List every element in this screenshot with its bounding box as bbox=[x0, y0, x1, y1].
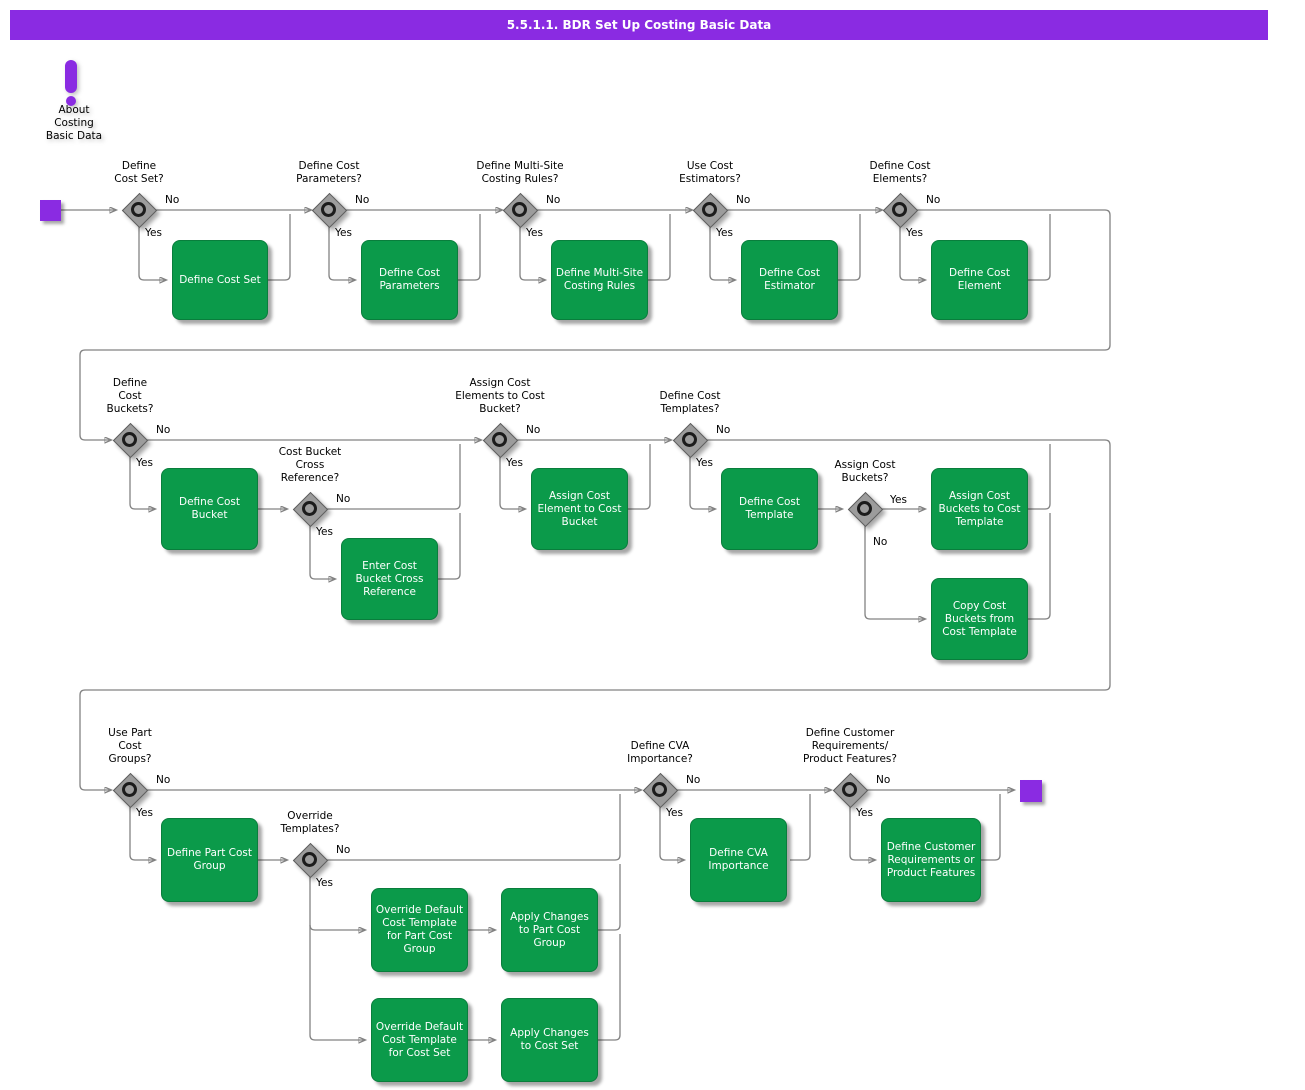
decision-circle-icon bbox=[302, 852, 317, 867]
task-define-multi-site-costing-rules[interactable]: Define Multi-Site Costing Rules bbox=[551, 240, 648, 320]
decision-circle-icon bbox=[702, 202, 717, 217]
edge-label-no: No bbox=[736, 194, 751, 206]
end-node bbox=[1020, 780, 1042, 802]
decision-define-cost-templates bbox=[672, 422, 709, 459]
edge-label-yes: Yes bbox=[666, 807, 683, 819]
task-define-cva-importance[interactable]: Define CVA Importance bbox=[690, 818, 787, 902]
edge-label-yes: Yes bbox=[856, 807, 873, 819]
exclamation-icon bbox=[65, 60, 77, 93]
decision-circle-icon bbox=[857, 501, 872, 516]
task-define-part-cost-group[interactable]: Define Part Cost Group bbox=[161, 818, 258, 902]
edge-label-no: No bbox=[355, 194, 370, 206]
decision-assign-cost-buckets bbox=[847, 491, 884, 528]
task-copy-cost-buckets-from-cost-template[interactable]: Copy Cost Buckets from Cost Template bbox=[931, 578, 1028, 660]
edge-label-no: No bbox=[873, 536, 888, 548]
task-define-cost-parameters[interactable]: Define Cost Parameters bbox=[361, 240, 458, 320]
start-node bbox=[40, 200, 61, 221]
edge-label-yes: Yes bbox=[890, 494, 907, 506]
edge-label-yes: Yes bbox=[335, 227, 352, 239]
decision-label-cost-bucket-cross-reference: Cost Bucket Cross Reference? bbox=[278, 446, 342, 484]
decision-label-assign-cost-elements: Assign Cost Elements to Cost Bucket? bbox=[455, 377, 545, 415]
edge-label-yes: Yes bbox=[526, 227, 543, 239]
decision-label-define-cost-templates: Define Cost Templates? bbox=[659, 390, 721, 415]
decision-label-assign-cost-buckets: Assign Cost Buckets? bbox=[834, 459, 896, 484]
decision-label-define-cost-parameters: Define Cost Parameters? bbox=[296, 160, 362, 185]
edge-label-no: No bbox=[156, 774, 171, 786]
decision-label-define-cost-buckets: Define Cost Buckets? bbox=[106, 377, 154, 415]
page-title: 5.5.1.1. BDR Set Up Costing Basic Data bbox=[10, 10, 1268, 40]
task-define-cost-set[interactable]: Define Cost Set bbox=[172, 240, 268, 320]
edge-label-yes: Yes bbox=[316, 877, 333, 889]
edge-label-yes: Yes bbox=[136, 807, 153, 819]
task-assign-cost-buckets-to-cost-template[interactable]: Assign Cost Buckets to Cost Template bbox=[931, 468, 1028, 550]
decision-label-define-cost-elements: Define Cost Elements? bbox=[869, 160, 931, 185]
decision-use-part-cost-groups bbox=[112, 772, 149, 809]
decision-define-cva-importance-q bbox=[642, 772, 679, 809]
edge-label-no: No bbox=[876, 774, 891, 786]
edge-label-yes: Yes bbox=[136, 457, 153, 469]
edge-label-yes: Yes bbox=[906, 227, 923, 239]
decision-label-override-templates: Override Templates? bbox=[280, 810, 340, 835]
task-define-cost-element[interactable]: Define Cost Element bbox=[931, 240, 1028, 320]
task-define-cost-estimator[interactable]: Define Cost Estimator bbox=[741, 240, 838, 320]
edge-label-no: No bbox=[686, 774, 701, 786]
decision-circle-icon bbox=[512, 202, 527, 217]
edge-label-no: No bbox=[546, 194, 561, 206]
decision-circle-icon bbox=[122, 432, 137, 447]
edge-label-yes: Yes bbox=[145, 227, 162, 239]
edge-label-no: No bbox=[526, 424, 541, 436]
decision-define-customer-reqs-q bbox=[832, 772, 869, 809]
task-override-default-cost-template-for-part-cost-group[interactable]: Override Default Cost Template for Part … bbox=[371, 888, 468, 972]
edge-label-yes: Yes bbox=[316, 526, 333, 538]
edge-label-no: No bbox=[336, 493, 351, 505]
edge-arrow-lines bbox=[61, 210, 1111, 1040]
edge-label-no: No bbox=[336, 844, 351, 856]
decision-label-define-customer-reqs-q: Define Customer Requirements/ Product Fe… bbox=[803, 727, 897, 765]
decision-circle-icon bbox=[131, 202, 146, 217]
decision-circle-icon bbox=[492, 432, 507, 447]
decision-label-define-cva-importance-q: Define CVA Importance? bbox=[627, 740, 693, 765]
decision-define-cost-parameters bbox=[311, 192, 348, 229]
exclamation-dot-icon bbox=[66, 96, 76, 106]
edge-label-no: No bbox=[926, 194, 941, 206]
decision-circle-icon bbox=[321, 202, 336, 217]
edge-label-yes: Yes bbox=[696, 457, 713, 469]
edge-label-no: No bbox=[156, 424, 171, 436]
decision-use-cost-estimators bbox=[692, 192, 729, 229]
task-enter-cost-bucket-cross-reference[interactable]: Enter Cost Bucket Cross Reference bbox=[341, 538, 438, 620]
task-apply-changes-to-part-cost-group[interactable]: Apply Changes to Part Cost Group bbox=[501, 888, 598, 972]
decision-assign-cost-elements bbox=[482, 422, 519, 459]
decision-define-multi-site-rules bbox=[502, 192, 539, 229]
decision-circle-icon bbox=[122, 782, 137, 797]
decision-label-define-multi-site-rules: Define Multi-Site Costing Rules? bbox=[476, 160, 564, 185]
edge-merge-lines bbox=[268, 214, 1051, 1041]
edge-label-no: No bbox=[165, 194, 180, 206]
decision-label-define-cost-set: Define Cost Set? bbox=[114, 160, 164, 185]
edge-label-no: No bbox=[716, 424, 731, 436]
decision-define-cost-buckets bbox=[112, 422, 149, 459]
task-define-cost-bucket[interactable]: Define Cost Bucket bbox=[161, 468, 258, 550]
decision-circle-icon bbox=[892, 202, 907, 217]
decision-label-use-part-cost-groups: Use Part Cost Groups? bbox=[108, 727, 152, 765]
about-label: About Costing Basic Data bbox=[45, 104, 103, 142]
decision-cost-bucket-cross-reference bbox=[292, 491, 329, 528]
decision-define-cost-set bbox=[121, 192, 158, 229]
task-assign-cost-element-to-cost-bucket[interactable]: Assign Cost Element to Cost Bucket bbox=[531, 468, 628, 550]
decision-circle-icon bbox=[842, 782, 857, 797]
decision-circle-icon bbox=[302, 501, 317, 516]
decision-override-templates bbox=[292, 842, 329, 879]
decision-define-cost-elements bbox=[882, 192, 919, 229]
decision-circle-icon bbox=[682, 432, 697, 447]
decision-circle-icon bbox=[652, 782, 667, 797]
task-define-customer-requirements-or-product-features[interactable]: Define Customer Requirements or Product … bbox=[881, 818, 981, 902]
task-define-cost-template[interactable]: Define Cost Template bbox=[721, 468, 818, 550]
task-apply-changes-to-cost-set[interactable]: Apply Changes to Cost Set bbox=[501, 998, 598, 1082]
decision-label-use-cost-estimators: Use Cost Estimators? bbox=[679, 160, 741, 185]
edge-label-yes: Yes bbox=[506, 457, 523, 469]
edge-label-yes: Yes bbox=[716, 227, 733, 239]
task-override-default-cost-template-for-cost-set[interactable]: Override Default Cost Template for Cost … bbox=[371, 998, 468, 1082]
